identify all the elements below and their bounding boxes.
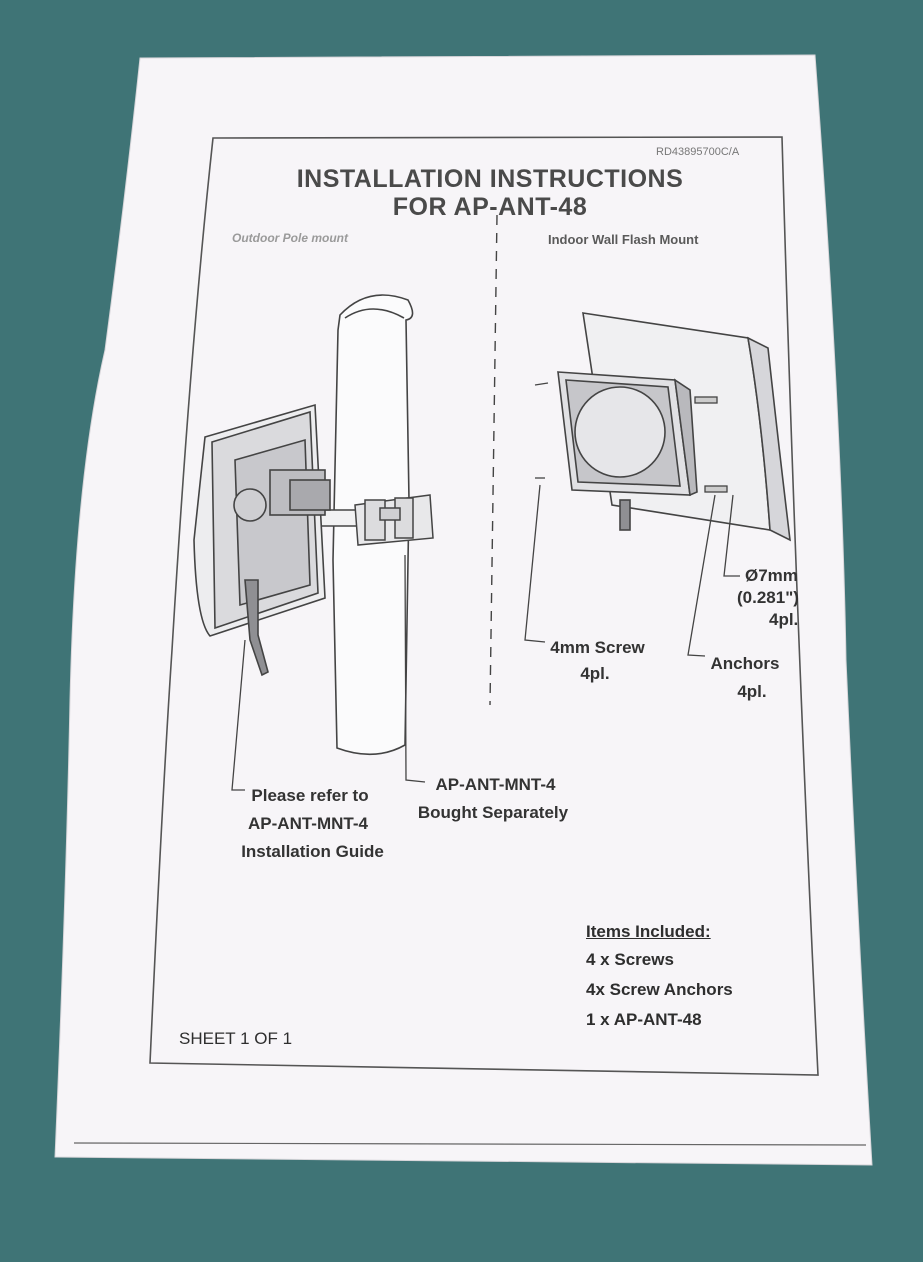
sheet-number: SHEET 1 OF 1 (179, 1029, 293, 1048)
items-included-heading: Items Included: (586, 922, 711, 941)
hole-size-label-1: Ø7mm (745, 566, 798, 585)
mount-label-1: AP-ANT-MNT-4 (435, 775, 556, 794)
right-heading: Indoor Wall Flash Mount (548, 232, 699, 247)
pole-antenna (193, 403, 331, 677)
wall-antenna (557, 371, 698, 531)
title-line-2: FOR AP-ANT-48 (392, 193, 588, 221)
items-included-item-2: 4x Screw Anchors (586, 980, 733, 999)
mount-label-2: Bought Separately (417, 803, 569, 822)
left-heading: Outdoor Pole mount (232, 231, 348, 245)
leader-lines (231, 484, 740, 791)
center-divider (489, 214, 498, 706)
screws-and-anchors (534, 382, 728, 493)
document-id: RD43895700C/A (656, 146, 740, 158)
mount-bracket (319, 494, 434, 546)
screw-label-2: 4pl. (580, 664, 610, 683)
hole-size-label-3: 4pl. (769, 610, 799, 629)
items-included-item-3: 1 x AP-ANT-48 (586, 1010, 702, 1029)
refer-label-1: Please refer to (251, 786, 369, 805)
title-line-1: INSTALLATION INSTRUCTIONS (296, 165, 684, 193)
refer-label-3: Installation Guide (241, 842, 384, 861)
hole-size-label-2: (0.281") (737, 588, 799, 607)
refer-label-2: AP-ANT-MNT-4 (248, 814, 368, 833)
anchors-label-1: Anchors (710, 654, 780, 673)
paper-sheet (54, 54, 873, 1166)
items-included-item-1: 4 x Screws (586, 950, 674, 969)
screw-label-1: 4mm Screw (550, 638, 645, 657)
anchors-label-2: 4pl. (737, 682, 767, 701)
page-border (149, 136, 819, 1076)
fold-line (73, 1142, 867, 1146)
